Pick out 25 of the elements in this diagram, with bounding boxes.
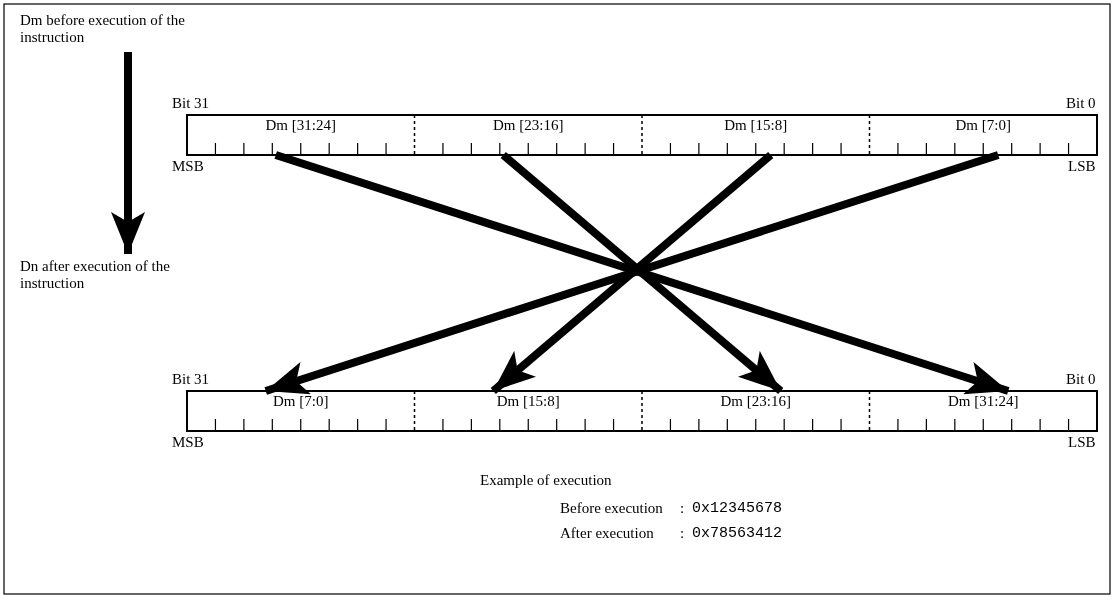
bit-label: Bit 31 [172, 95, 210, 112]
byte-field: Dm [7:0] [869, 115, 1097, 155]
msb-label: MSB [172, 434, 204, 451]
description-text: Dn after execution of the instruction [20, 258, 185, 292]
value-text: 0x12345678 [692, 500, 782, 517]
value-text: 0x78563412 [692, 525, 782, 542]
bit-label: Bit 0 [1066, 371, 1096, 388]
byte-field: Dm [31:24] [187, 115, 415, 155]
separator: : [680, 525, 685, 542]
lsb-label: LSB [1068, 434, 1096, 451]
byte-field: Dm [7:0] [187, 391, 415, 431]
separator: : [680, 500, 685, 517]
bit-label: Bit 0 [1066, 95, 1096, 112]
example-heading: Example of execution [480, 472, 612, 489]
row-label: Before execution [560, 500, 663, 517]
byte-field: Dm [15:8] [414, 391, 642, 431]
description-text: Dm before execution of the instruction [20, 12, 185, 46]
bit-label: Bit 31 [172, 371, 210, 388]
byte-field: Dm [31:24] [869, 391, 1097, 431]
byte-field: Dm [15:8] [642, 115, 870, 155]
byte-field: Dm [23:16] [414, 115, 642, 155]
msb-label: MSB [172, 158, 204, 175]
row-label: After execution [560, 525, 654, 542]
byte-field: Dm [23:16] [642, 391, 870, 431]
lsb-label: LSB [1068, 158, 1096, 175]
